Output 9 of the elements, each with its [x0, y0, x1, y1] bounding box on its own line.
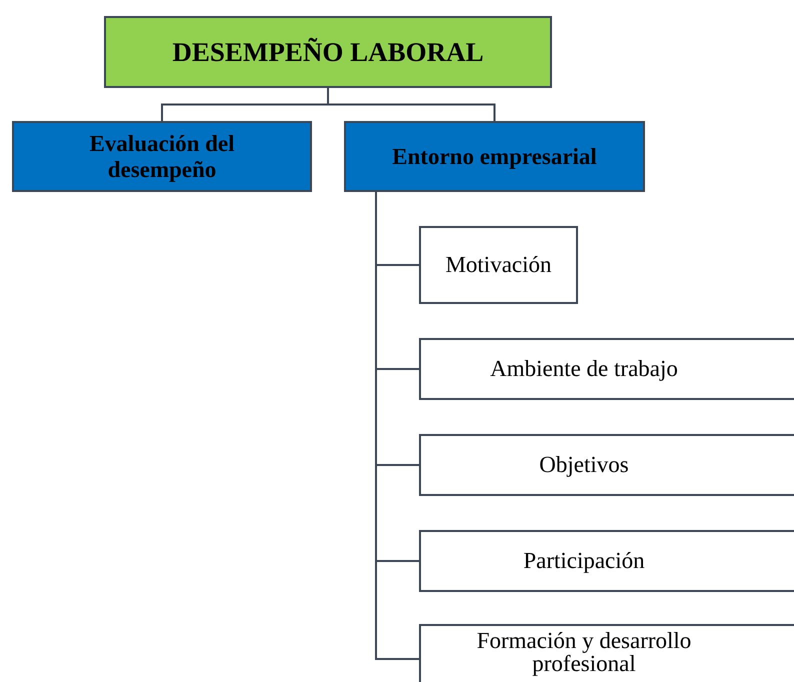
category-box: Entorno empresarial [344, 121, 645, 192]
connector-line [327, 88, 496, 121]
item-box: Motivación [419, 226, 578, 304]
title-box: DESEMPEÑO LABORAL [104, 16, 552, 88]
category-box: Evaluación del desempeño [12, 121, 312, 192]
item-box: Objetivos [419, 434, 794, 496]
item-box: Participación [419, 530, 794, 592]
item-box: Ambiente de trabajo [419, 338, 794, 400]
item-box: Formación y desarrollo profesional [419, 624, 794, 682]
